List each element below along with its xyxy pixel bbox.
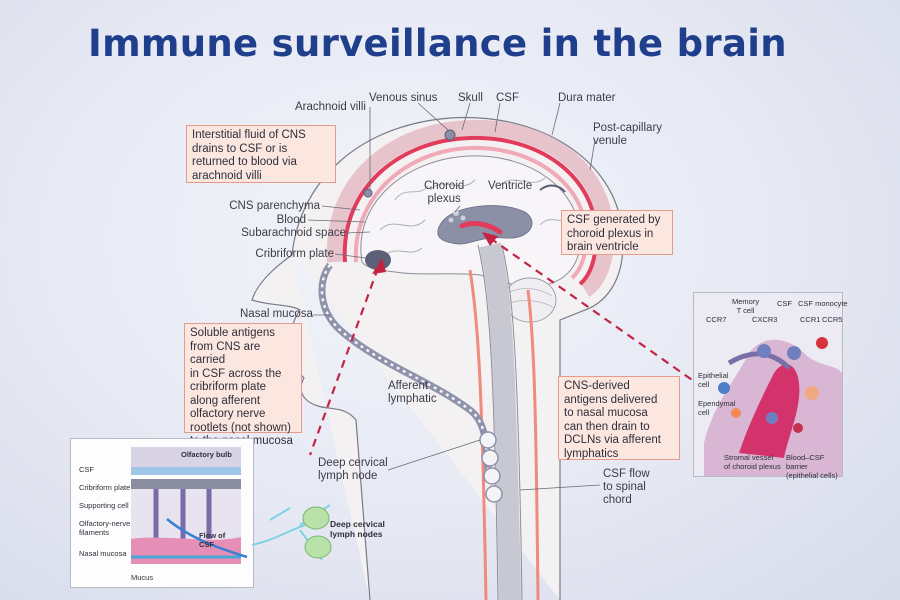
arachnoid-knob: [363, 188, 373, 198]
inset-flow-of-csf: Flow of CSF: [199, 531, 226, 549]
spinal-cord: [479, 242, 521, 600]
label-ventricle: Ventricle: [488, 180, 533, 192]
olfactory-inset-art: [131, 447, 248, 564]
inset-olfactory-filaments: Olfactory-nerve filaments: [79, 519, 131, 537]
inset-cxcr3: CXCR3: [752, 315, 778, 324]
callout-soluble-antigens: Soluble antigens from CNS are carried in…: [184, 323, 302, 447]
callout-csf-generated: CSF generated by choroid plexus in brain…: [561, 210, 673, 255]
inset-csf-monocyte: CSF monocyte: [798, 299, 848, 308]
inset-cribriform: Cribriform plate: [79, 483, 131, 492]
inset-mucus: Mucus: [131, 573, 154, 582]
inset-ccr7: CCR7: [706, 315, 727, 324]
olfactory-inset: Olfactory bulb CSF Cribriform plate Supp…: [70, 438, 254, 588]
label-cns-parenchyma: CNS parenchyma: [229, 200, 320, 212]
inset-csf: CSF: [79, 465, 94, 474]
label-cribriform-plate: Cribriform plate: [255, 248, 334, 260]
inset-blood-csf-barrier: Blood–CSF barrier (epithelial cells): [786, 453, 838, 480]
inset-ccr1: CCR1: [800, 315, 821, 324]
label-csf-flow: CSF flow to spinal chord: [603, 468, 650, 506]
label-blood: Blood: [276, 214, 306, 226]
label-dura-mater: Dura mater: [558, 92, 616, 104]
callout-cns-derived-antigens: CNS-derived antigens delivered to nasal …: [558, 376, 680, 460]
choroid-inset: Memory T cell CSF CSF monocyte CCR7 CXCR…: [693, 292, 848, 480]
inset-supporting-cell: Supporting cell: [79, 501, 129, 510]
lymph-node-chain: [479, 431, 503, 503]
venous-sinus-knob: [444, 129, 456, 141]
inset-memory-t-cell: Memory T cell: [732, 297, 760, 315]
page-title: Immune surveillance in the brain: [88, 22, 787, 65]
label-post-capillary-venule: Post-capillary venule: [593, 122, 663, 147]
cribriform-plate: [365, 250, 391, 270]
inset-csf-label: CSF: [777, 299, 792, 308]
label-arachnoid-villi: Arachnoid villi: [295, 101, 366, 113]
inset-stromal-vessel: Stromal vessel of choroid plexus: [724, 453, 781, 471]
label-deep-cervical-lymph-node: Deep cervical lymph node: [318, 457, 388, 482]
label-afferent-lymphatic: Afferent lymphatic: [388, 380, 437, 405]
inset-epithelial-cell: Epithelial cell: [698, 371, 729, 389]
inset-deep-cervical-nodes: Deep cervical lymph nodes: [330, 519, 385, 539]
callout-interstitial-fluid: Interstitial fluid of CNS drains to CSF …: [186, 125, 336, 183]
label-subarachnoid-space: Subarachnoid space: [241, 227, 346, 239]
choroid-inset-art: [694, 293, 842, 476]
inset-nasal-mucosa: Nasal mucosa: [79, 549, 127, 558]
inset-olfactory-bulb: Olfactory bulb: [181, 450, 232, 459]
label-csf: CSF: [496, 92, 519, 104]
label-nasal-mucosa: Nasal mucosa: [240, 308, 313, 320]
label-venous-sinus: Venous sinus: [369, 92, 438, 104]
arrow-cribriform: [308, 267, 380, 456]
label-skull: Skull: [458, 92, 483, 104]
inset-ccr5: CCR5: [822, 315, 843, 324]
inset-ependymal-cell: Ependymal cell: [698, 399, 736, 417]
label-choroid-plexus: Choroid plexus: [424, 180, 465, 205]
